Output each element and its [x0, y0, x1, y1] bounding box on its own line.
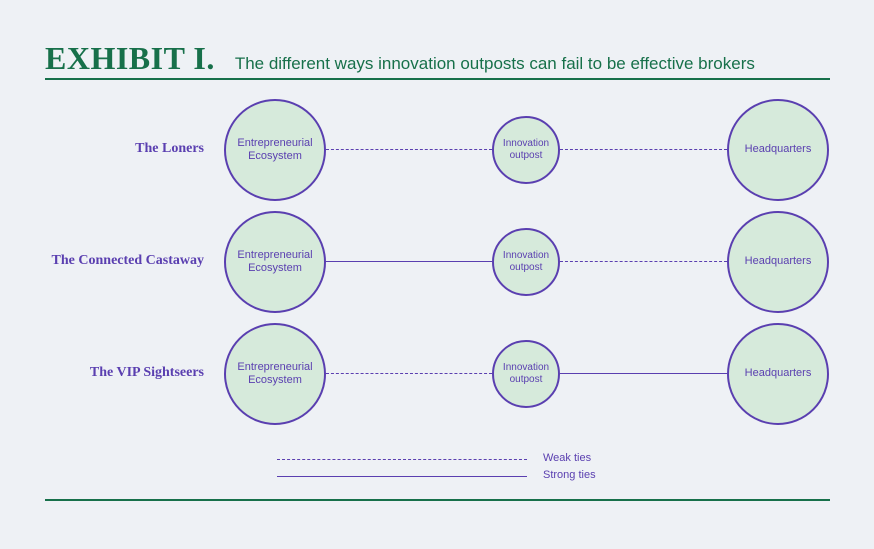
tie-outpost-hq: [560, 261, 727, 262]
legend-strong-label: Strong ties: [543, 469, 596, 481]
bottom-divider: [45, 499, 830, 501]
legend-weak-line: [277, 459, 527, 460]
tie-ecosystem-outpost: [326, 261, 492, 262]
node-headquarters: Headquarters: [727, 211, 829, 313]
row-label: The VIP Sightseers: [89, 365, 204, 380]
row-label: The Connected Castaway: [51, 253, 204, 268]
exhibit-subtitle: The different ways innovation outposts c…: [234, 54, 755, 73]
node-headquarters: Headquarters: [727, 323, 829, 425]
legend-strong-line: [277, 476, 527, 477]
tie-ecosystem-outpost: [326, 149, 492, 150]
legend-weak-label: Weak ties: [543, 452, 592, 464]
tie-ecosystem-outpost: [326, 373, 492, 374]
exhibit-header: EXHIBIT I. The different ways innovation…: [45, 40, 755, 77]
top-divider: [45, 78, 830, 80]
exhibit-title: EXHIBIT I.: [45, 40, 215, 76]
tie-outpost-hq: [560, 373, 727, 374]
node-headquarters: Headquarters: [727, 99, 829, 201]
row-label: The Loners: [135, 141, 204, 156]
tie-outpost-hq: [560, 149, 727, 150]
